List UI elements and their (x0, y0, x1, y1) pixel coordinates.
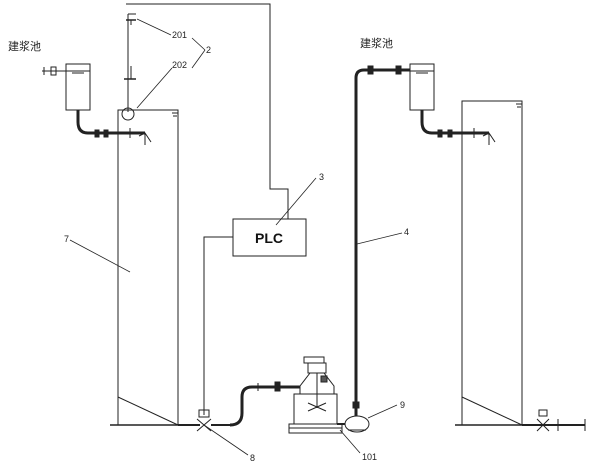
pump-9 (337, 400, 370, 433)
right-tower-cone (461, 396, 523, 426)
right-tower (455, 100, 586, 432)
right-tower-body (461, 100, 523, 426)
label-3: 3 (319, 172, 324, 182)
leader-lines (69, 18, 403, 456)
mixing-tank-101 (288, 356, 343, 434)
label-8: 8 (250, 453, 255, 463)
right-distributor (482, 132, 496, 145)
float-ball (121, 107, 135, 121)
feed-pipe (229, 385, 300, 427)
label-2: 2 (206, 45, 211, 55)
plc-label: PLC (255, 230, 283, 246)
bottom-piping (178, 381, 300, 432)
right-outlet-valve (536, 418, 550, 432)
signal-line-valve (203, 236, 233, 415)
left-pool-outlet-pipe (76, 110, 145, 135)
mixer-motor (307, 362, 327, 374)
agitator-blade (307, 402, 327, 412)
label-9: 9 (400, 400, 405, 410)
left-tower (110, 109, 184, 426)
left-pool-inlet-valve (50, 66, 57, 76)
left-distributor (138, 132, 152, 145)
level-meter (121, 13, 136, 121)
label-7: 7 (64, 234, 69, 244)
label-202: 202 (172, 60, 187, 70)
label-201: 201 (172, 30, 187, 40)
right-slurry-pool (409, 63, 496, 145)
label-4: 4 (404, 227, 409, 237)
label-101: 101 (362, 452, 377, 462)
valve-8-actuator (198, 409, 210, 418)
left-tower-body (117, 109, 179, 426)
mixing-tank (293, 393, 338, 425)
left-tower-cone (117, 396, 179, 426)
left-slurry-pool (42, 63, 152, 145)
label-pool-right: 建浆池 (360, 36, 393, 50)
right-pool-outlet-pipe (420, 110, 489, 135)
riser-pipe (354, 68, 410, 400)
label-pool-left: 建浆池 (8, 39, 41, 53)
signal-line-level (126, 3, 289, 219)
